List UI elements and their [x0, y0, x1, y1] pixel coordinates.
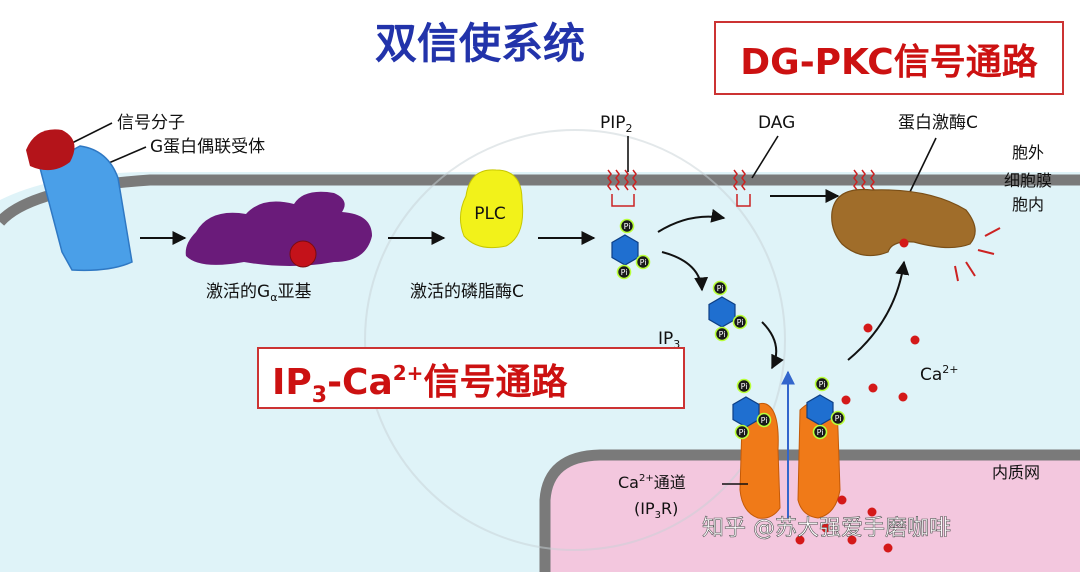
signal-molecule: [26, 129, 75, 171]
ca-label: Ca2+: [920, 363, 959, 385]
pi-text: Pi: [761, 416, 768, 425]
plc-label: PLC: [474, 204, 506, 224]
pi-text: Pi: [819, 380, 826, 389]
ip3-ca-label: IP3-Ca2+信号通路: [272, 361, 568, 408]
pi-group: Pi Pi Pi: [712, 280, 748, 342]
pi-text: Pi: [817, 428, 824, 437]
arrow-ca-to-pkc: [847, 260, 910, 361]
pip2-head-link: [611, 194, 635, 207]
region-membrane: 细胞膜: [1004, 171, 1052, 190]
pi-text: Pi: [739, 428, 746, 437]
activated-plc-label: 激活的磷脂酶C: [410, 282, 524, 302]
pkc-label: 蛋白激酶C: [898, 113, 978, 133]
ip3r-label: (IP3R): [634, 499, 678, 521]
ip3-label: IP3: [658, 329, 680, 351]
g-alpha-label: 激活的Gα亚基: [206, 282, 311, 304]
pi-text: Pi: [737, 318, 744, 327]
pi-group: Pi Pi Pi: [734, 378, 772, 440]
page-title: 双信使系统: [375, 19, 585, 68]
pi-group: Pi Pi Pi: [616, 218, 651, 280]
dag-head: [736, 194, 751, 207]
dg-pkc-label: DG-PKC信号通路: [740, 42, 1038, 83]
pi-text: Pi: [717, 284, 724, 293]
pip2-label: PIP2: [600, 113, 633, 135]
zhihu-watermark: 知乎 @苏大强爱手磨咖啡: [702, 516, 951, 541]
ca-channel-left: [739, 402, 781, 519]
pi-text: Pi: [621, 268, 628, 277]
region-inside: 胞内: [1012, 195, 1044, 214]
arrow-pip2-to-ip3: [661, 251, 709, 292]
pi-text: Pi: [741, 382, 748, 391]
ip3-ca-box: [257, 347, 685, 409]
region-er: 内质网: [992, 463, 1040, 482]
ca-ions-er: [795, 495, 893, 553]
er-membrane: [539, 449, 1080, 572]
pkc-pointer: [907, 137, 937, 197]
pip2-lipid-tails: [607, 169, 637, 191]
protein-kinase-c: [831, 188, 976, 257]
g-protein-receptor: [39, 145, 133, 272]
arrow-pip2-to-dag: [657, 208, 726, 233]
dg-pkc-box: [714, 21, 1064, 95]
g-receptor-pointer: [103, 146, 147, 166]
ca-ions-cytoplasm: [841, 323, 920, 405]
ca-channel-label: Ca2+通道: [618, 473, 686, 492]
plc-enzyme: [460, 169, 524, 249]
dag-lipid-tails: [733, 169, 746, 191]
pkc-activity-rays: [954, 227, 1001, 282]
pi-text: Pi: [719, 330, 726, 339]
ca-on-pkc: [899, 238, 909, 248]
gdp-marker: [289, 240, 317, 268]
signal-molecule-label: 信号分子: [117, 113, 185, 133]
watermark-seal: [364, 129, 786, 551]
dag-pointer: [751, 135, 779, 179]
pi-text: Pi: [835, 414, 842, 423]
pkc-lipid-tails: [853, 169, 875, 191]
dag-label: DAG: [758, 113, 795, 133]
region-outside: 胞外: [1012, 143, 1044, 162]
pi-group: Pi Pi Pi: [812, 376, 846, 440]
g-alpha-subunit: [185, 191, 372, 266]
g-receptor-label: G蛋白偶联受体: [150, 137, 265, 157]
pi-text: Pi: [624, 222, 631, 231]
arrow-ip3-to-channel: [761, 321, 784, 370]
pi-text: Pi: [640, 258, 647, 267]
